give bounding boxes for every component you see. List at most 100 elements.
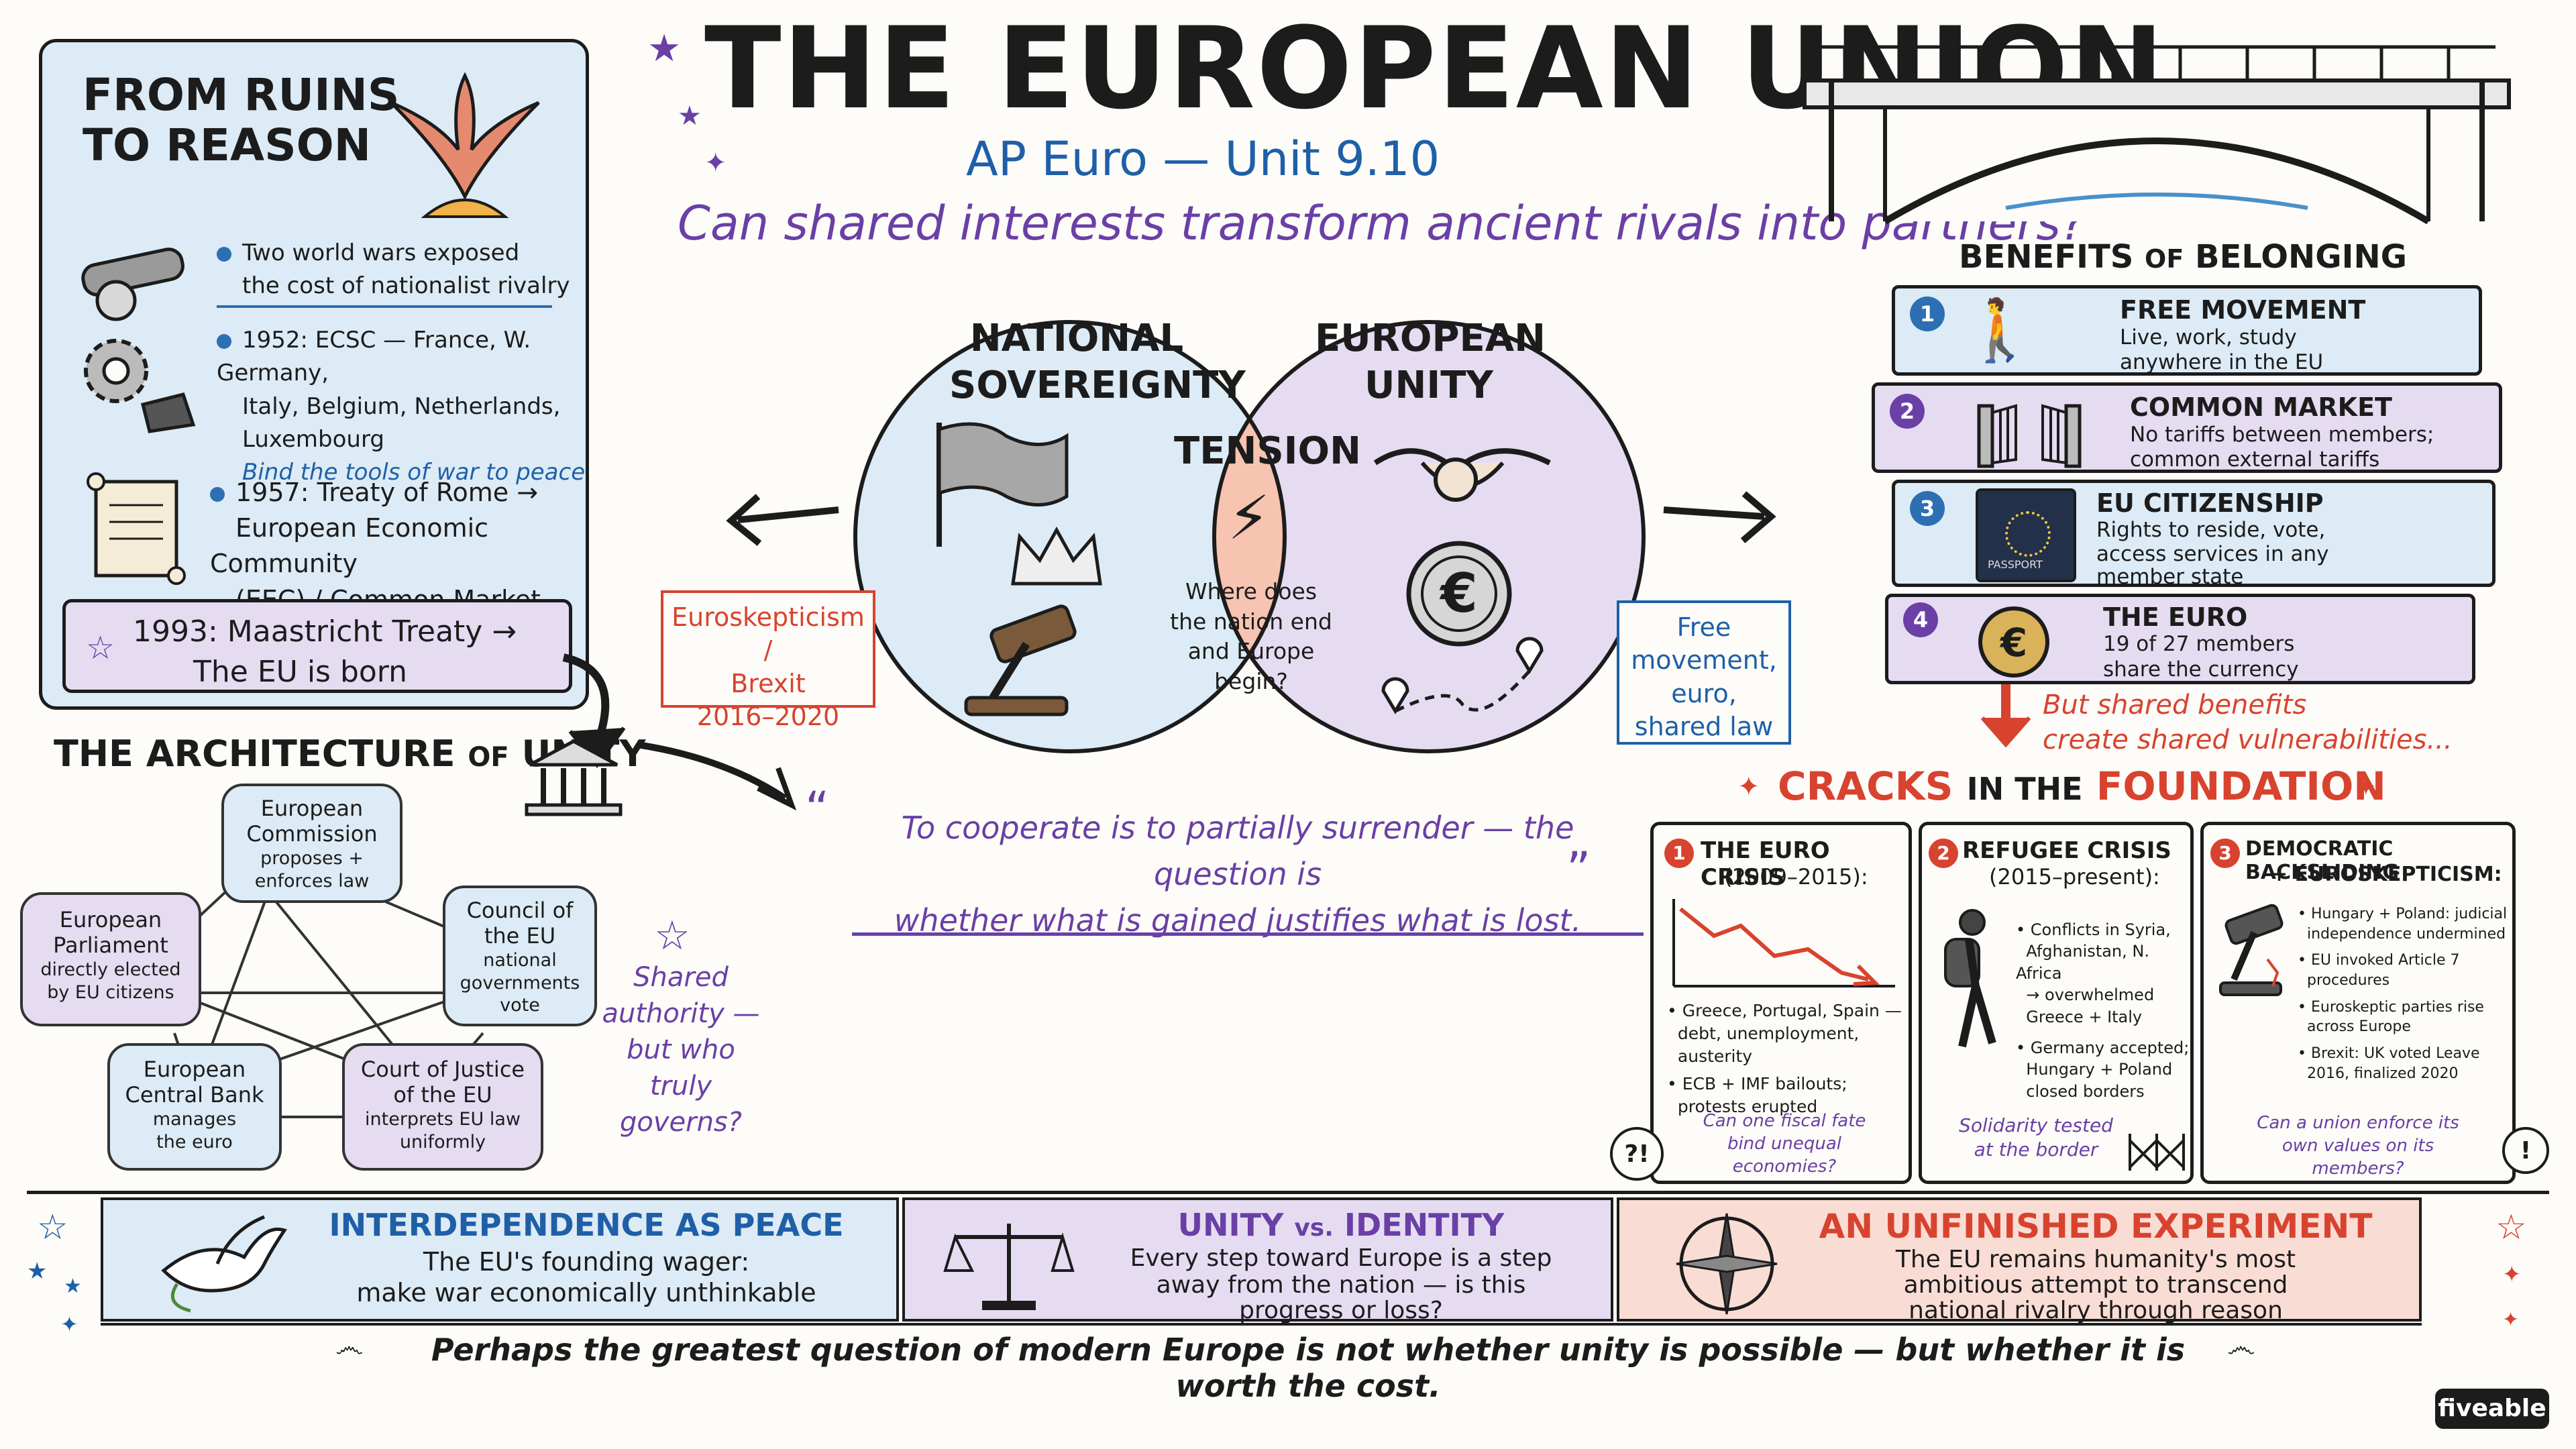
star-icon: ☆ xyxy=(86,629,115,667)
ruins-item-1: Two world wars exposed the cost of natio… xyxy=(217,237,570,303)
star-icon: ☆ xyxy=(37,1208,68,1248)
star-icon: ★ xyxy=(647,27,682,70)
gear-icon xyxy=(84,339,196,433)
benefits-title: BENEFITS OF BELONGING xyxy=(1959,238,2408,276)
bottom-band-top-rule xyxy=(27,1191,2549,1194)
corner-badge-left: ?! xyxy=(1610,1127,1664,1181)
gavel-icon xyxy=(964,604,1077,716)
svg-text:€: € xyxy=(1439,562,1478,625)
star-icon: ☆ xyxy=(2496,1208,2527,1248)
ruins-title-line1: FROM RUINS xyxy=(83,69,400,121)
sparkle-icon: ✦ xyxy=(2502,1261,2522,1288)
quote-underline xyxy=(852,932,1644,936)
walking-person-icon: 🚶 xyxy=(1962,295,2038,366)
quote-open-icon: “ xyxy=(805,782,830,837)
bottom-panel-unity-vs-identity: UNITY vs. IDENTITY Every step toward Eur… xyxy=(902,1197,1613,1324)
crown-icon xyxy=(1011,526,1102,586)
passport-icon: PASSPORT xyxy=(1976,488,2076,582)
ruins-title-line2: TO REASON xyxy=(83,119,371,171)
node-european-commission: European Commission proposes + enforces … xyxy=(221,784,402,903)
page-subtitle: AP Euro — Unit 9.10 xyxy=(966,131,1440,186)
sparkle-icon: ✦ xyxy=(2355,771,2377,802)
bullet-icon xyxy=(217,333,231,349)
bridge-icon xyxy=(1803,45,2511,225)
star-icon: ★ xyxy=(678,101,702,131)
euro-crisis-question: Can one fiscal fate bind unequal economi… xyxy=(1703,1111,1866,1177)
list-item: • Euroskeptic parties rise across Europe xyxy=(2298,998,2484,1036)
ruins-item-2: 1952: ECSC — France, W. Germany, Italy, … xyxy=(217,327,586,486)
benefits-transition: But shared benefits create shared vulner… xyxy=(2043,690,2453,755)
closing-question: Perhaps the greatest question of modern … xyxy=(431,1332,2186,1404)
flag-icon xyxy=(936,422,1069,547)
cannon-icon xyxy=(81,248,184,321)
bullet-icon xyxy=(210,486,225,502)
unity-identity-title: UNITY vs. IDENTITY xyxy=(1177,1207,1505,1243)
cracks-title: CRACKS IN THE FOUNDATION xyxy=(1778,763,2386,809)
crack-panel-democratic-backsliding: 3 DEMOCRATIC BACKSLIDING + EUROSKEPTICIS… xyxy=(2200,822,2516,1184)
sparkle-icon: ✦ xyxy=(704,148,727,178)
benefit-the-euro: 4 € THE EURO 19 of 27 members share the … xyxy=(1885,594,2475,684)
list-item: • Greece, Portugal, Spain — debt, unempl… xyxy=(1667,1001,1902,1066)
bottom-panel-interdependence: INTERDEPENDENCE AS PEACE The EU's foundi… xyxy=(101,1197,899,1322)
shared-authority-note: Shared authority — but who truly governs… xyxy=(602,962,760,1138)
scales-icon xyxy=(943,1224,1075,1310)
route-icon xyxy=(1381,637,1544,714)
euro-coin-icon: € xyxy=(1978,606,2049,678)
star-icon: ★ xyxy=(64,1275,82,1298)
swirl-icon: ෴ xyxy=(335,1330,364,1364)
star-icon: ★ xyxy=(27,1258,48,1285)
scroll-icon xyxy=(87,472,186,585)
list-item: • EU invoked Article 7 procedures xyxy=(2298,952,2460,989)
maastricht-line1: 1993: Maastricht Treaty → xyxy=(133,614,517,649)
benefit-common-market: 2 COMMON MARKET No tariffs between membe… xyxy=(1872,382,2502,473)
ruins-panel: FROM RUINS TO REASON Two world wars expo… xyxy=(39,39,589,710)
sparkle-icon: ✦ xyxy=(60,1311,78,1337)
list-item: • ECB + IMF bailouts; protests erupted xyxy=(1667,1074,1847,1116)
maastricht-box: ☆ 1993: Maastricht Treaty → The EU is bo… xyxy=(62,599,572,693)
list-item: • Hungary + Poland: judicial independenc… xyxy=(2298,906,2508,943)
sparkle-icon: ✦ xyxy=(1737,771,1760,802)
list-item: • Germany accepted; Hungary + Poland clo… xyxy=(2016,1038,2190,1101)
venn-center-text: Where does the nation end and Europe beg… xyxy=(1170,578,1332,694)
crack-panel-euro-crisis: 1 THE EURO CRISIS (2009–2015): • Greece,… xyxy=(1650,822,1912,1184)
compass-rose-icon xyxy=(1676,1213,1778,1315)
star-icon: ☆ xyxy=(654,912,690,959)
open-gate-icon xyxy=(1977,404,2082,468)
venn-left-title: NATIONAL SOVEREIGNTY xyxy=(949,317,1246,407)
node-council-of-eu: Council of the EU national governments v… xyxy=(443,885,597,1026)
refugee-walking-icon xyxy=(1944,909,1996,1048)
bottom-band-rule xyxy=(101,1323,2422,1326)
refugee-crisis-bullets: • Conflicts in Syria, Afghanistan, N. Af… xyxy=(2016,919,2190,1102)
refugee-crisis-question: Solidarity tested at the border xyxy=(1959,1114,2113,1161)
benefit-eu-citizenship: 3 PASSPORT EU CITIZENSHIP Rights to resi… xyxy=(1892,480,2496,589)
broken-gavel-icon xyxy=(2219,904,2284,996)
euro-crisis-bullets: • Greece, Portugal, Spain — debt, unempl… xyxy=(1667,1000,1902,1118)
phoenix-icon xyxy=(390,72,540,218)
handshake-icon xyxy=(1373,448,1551,502)
backsliding-question: Can a union enforce its own values on it… xyxy=(2257,1113,2459,1179)
fence-icon xyxy=(2129,1134,2185,1171)
swirl-icon: ෴ xyxy=(2227,1330,2255,1364)
corner-badge-right: ! xyxy=(2502,1127,2549,1174)
benefit-free-movement: 1 🚶 FREE MOVEMENT Live, work, study anyw… xyxy=(1892,285,2482,376)
lightning-icon: ⚡ xyxy=(1228,483,1271,553)
bullet-icon xyxy=(217,246,231,262)
crack-panel-refugee-crisis: 2 REFUGEE CRISIS (2015–present): • Confl… xyxy=(1919,822,2194,1184)
backsliding-bullets: • Hungary + Poland: judicial independenc… xyxy=(2298,904,2507,1084)
maastricht-line2: The EU is born xyxy=(193,655,407,689)
euroskepticism-tag: Euroskepticism / Brexit 2016–2020 xyxy=(661,590,875,731)
list-item: • Conflicts in Syria, Afghanistan, N. Af… xyxy=(2016,920,2171,1026)
architecture-title: THE ARCHITECTURE OF UNITY xyxy=(54,733,646,775)
node-european-parliament: European Parliament directly elected by … xyxy=(20,892,201,1026)
eu-stars-icon xyxy=(2005,511,2051,557)
venn-quote: To cooperate is to partially surrender —… xyxy=(894,810,1582,938)
quote-close-icon: ” xyxy=(1566,842,1591,897)
sparkle-icon: ✦ xyxy=(2502,1308,2520,1332)
declining-chart-icon xyxy=(1672,899,1895,987)
dove-icon xyxy=(161,1215,287,1313)
venn-center-title: TENSION xyxy=(1174,429,1361,473)
bottom-panel-unfinished-experiment: AN UNFINISHED EXPERIMENT The EU remains … xyxy=(1617,1197,2422,1324)
brand-logo: fiveable xyxy=(2435,1389,2549,1429)
free-movement-tag: Free movement, euro, shared law xyxy=(1617,600,1791,745)
euro-coin-icon: € xyxy=(1406,541,1512,647)
